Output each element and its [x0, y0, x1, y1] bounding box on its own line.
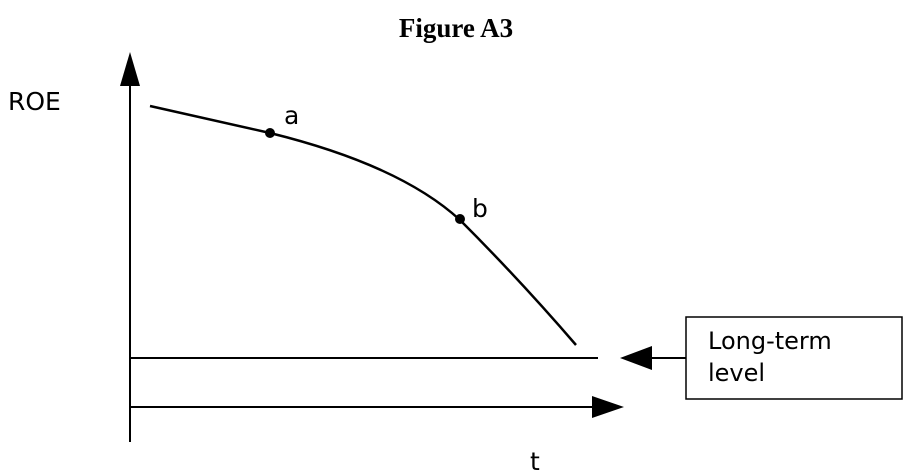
x-axis-label: t — [530, 447, 540, 472]
y-axis-label: ROE — [8, 87, 61, 116]
long-term-level-box — [685, 316, 903, 400]
box-line-1: Long-term — [708, 327, 832, 355]
figure-title: Figure A3 — [399, 13, 513, 43]
point-a-marker — [265, 128, 275, 138]
point-b-marker — [455, 214, 465, 224]
point-a-label: a — [284, 101, 299, 130]
x-axis-arrowhead — [592, 396, 624, 418]
roe-curve — [149, 104, 577, 346]
pointer-arrowhead — [620, 346, 652, 370]
point-b-label: b — [472, 194, 488, 223]
box-line-2: level — [708, 359, 765, 387]
y-axis-arrowhead — [120, 52, 140, 86]
